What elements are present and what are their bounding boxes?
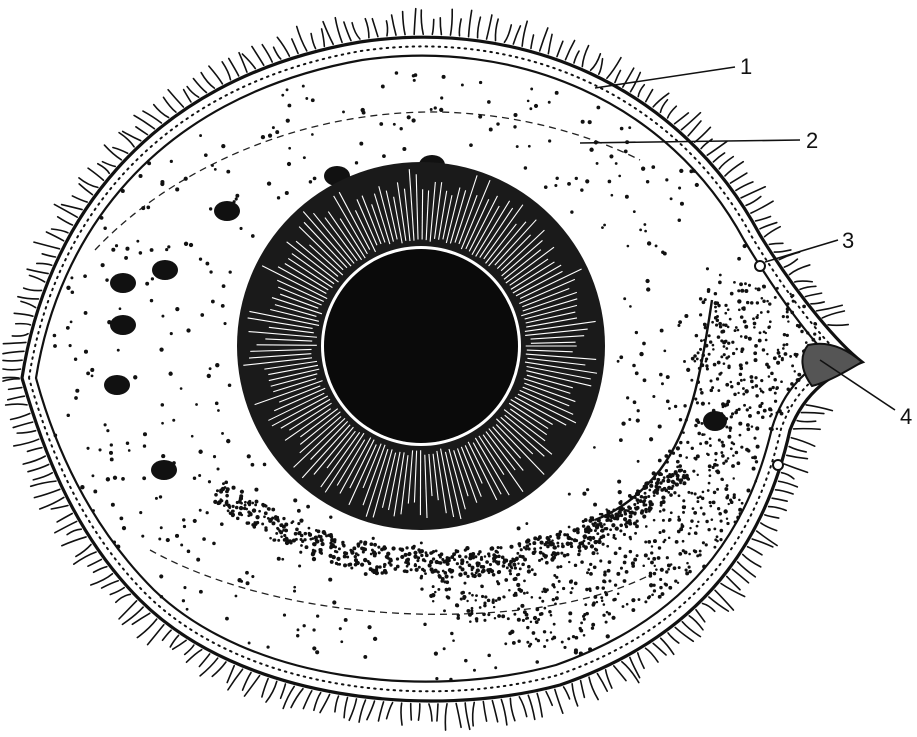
crescent-ridge <box>595 300 712 520</box>
nucleus <box>237 162 605 530</box>
callout-label-4: 4 <box>900 404 912 429</box>
membrane-pore-lower <box>773 460 783 470</box>
callout-label-2: 2 <box>806 128 818 153</box>
posterior-tip <box>802 344 862 386</box>
callout-label-1: 1 <box>740 54 752 79</box>
membrane-pore-upper <box>755 261 765 271</box>
callout-label-3: 3 <box>842 228 854 253</box>
